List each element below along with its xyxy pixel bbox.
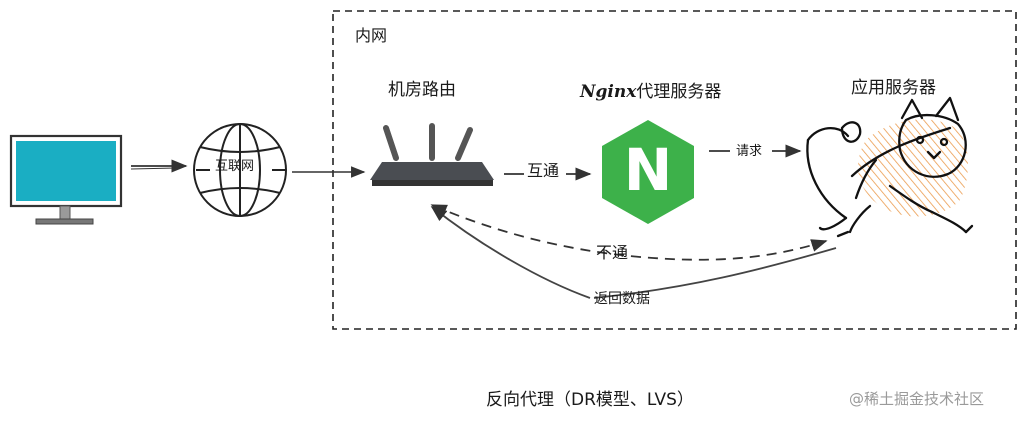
nginx-logo-icon: N [602, 120, 694, 224]
edge-label-return-data: 返回数据 [594, 291, 650, 307]
internet-label: 互联网 [215, 159, 255, 174]
edge-label-request: 请求 [736, 144, 763, 159]
blocked-dashed-path [430, 204, 828, 261]
edge-label-blocked: 不通 [596, 243, 629, 262]
watermark: @稀土掘金技术社区 [849, 390, 985, 408]
nginx-label: Nginx代理服务器 [580, 84, 721, 101]
client-to-internet-arrow [130, 159, 188, 173]
tomcat-icon [806, 96, 974, 238]
nginx-label-cn: 代理服务器 [636, 82, 722, 102]
app-server-label: 应用服务器 [851, 78, 936, 98]
router-label: 机房路由 [388, 80, 456, 100]
edge-label-connected: 互通 [527, 161, 560, 180]
return-data-path [432, 207, 837, 299]
globe-icon [193, 123, 287, 217]
monitor-icon [9, 134, 123, 225]
diagram-caption: 反向代理（DR模型、LVS） [486, 390, 694, 410]
intranet-zone [332, 10, 1017, 330]
intranet-label: 内网 [355, 26, 388, 45]
router-icon [370, 123, 494, 186]
svg-text:N: N [624, 136, 673, 204]
nginx-label-latin: Nginx [580, 82, 637, 102]
